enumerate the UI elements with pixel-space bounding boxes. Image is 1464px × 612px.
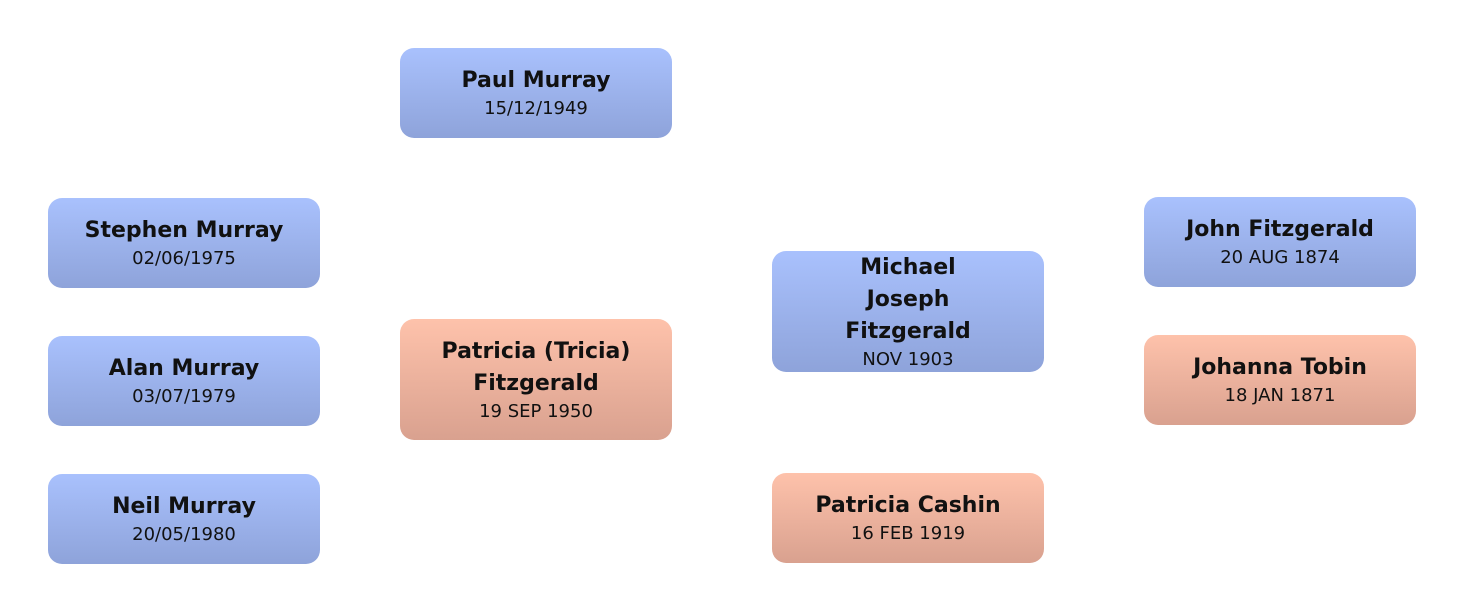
person-card-neil-murray[interactable]: Neil Murray 20/05/1980 <box>48 474 320 564</box>
person-name: Neil Murray <box>112 494 256 519</box>
person-name: Patricia (Tricia) Fitzgerald <box>441 338 631 396</box>
person-date: 16 FEB 1919 <box>850 523 966 544</box>
person-date: 02/06/1975 <box>132 248 236 269</box>
person-card-michael-fitzgerald[interactable]: Michael Joseph Fitzgerald NOV 1903 <box>772 251 1044 372</box>
person-card-john-fitzgerald[interactable]: John Fitzgerald 20 AUG 1874 <box>1144 197 1416 287</box>
person-date: 19 SEP 1950 <box>479 400 593 422</box>
person-card-paul-murray[interactable]: Paul Murray 15/12/1949 <box>400 48 672 138</box>
person-name: Paul Murray <box>461 68 611 93</box>
person-date: 03/07/1979 <box>132 386 236 407</box>
person-name: John Fitzgerald <box>1186 217 1374 242</box>
person-date: 15/12/1949 <box>484 98 588 119</box>
person-name: Stephen Murray <box>84 218 284 243</box>
person-date: 20/05/1980 <box>132 524 236 545</box>
person-name: Johanna Tobin <box>1193 355 1367 380</box>
person-card-patricia-fitzgerald[interactable]: Patricia (Tricia) Fitzgerald 19 SEP 1950 <box>400 319 672 440</box>
person-name: Patricia Cashin <box>815 493 1001 518</box>
person-name: Alan Murray <box>108 356 260 381</box>
person-date: 18 JAN 1871 <box>1224 385 1336 406</box>
person-date: NOV 1903 <box>862 348 954 370</box>
person-card-alan-murray[interactable]: Alan Murray 03/07/1979 <box>48 336 320 426</box>
person-name: Michael Joseph Fitzgerald <box>845 254 971 344</box>
person-date: 20 AUG 1874 <box>1220 247 1340 268</box>
person-card-patricia-cashin[interactable]: Patricia Cashin 16 FEB 1919 <box>772 473 1044 563</box>
person-card-johanna-tobin[interactable]: Johanna Tobin 18 JAN 1871 <box>1144 335 1416 425</box>
person-card-stephen-murray[interactable]: Stephen Murray 02/06/1975 <box>48 198 320 288</box>
